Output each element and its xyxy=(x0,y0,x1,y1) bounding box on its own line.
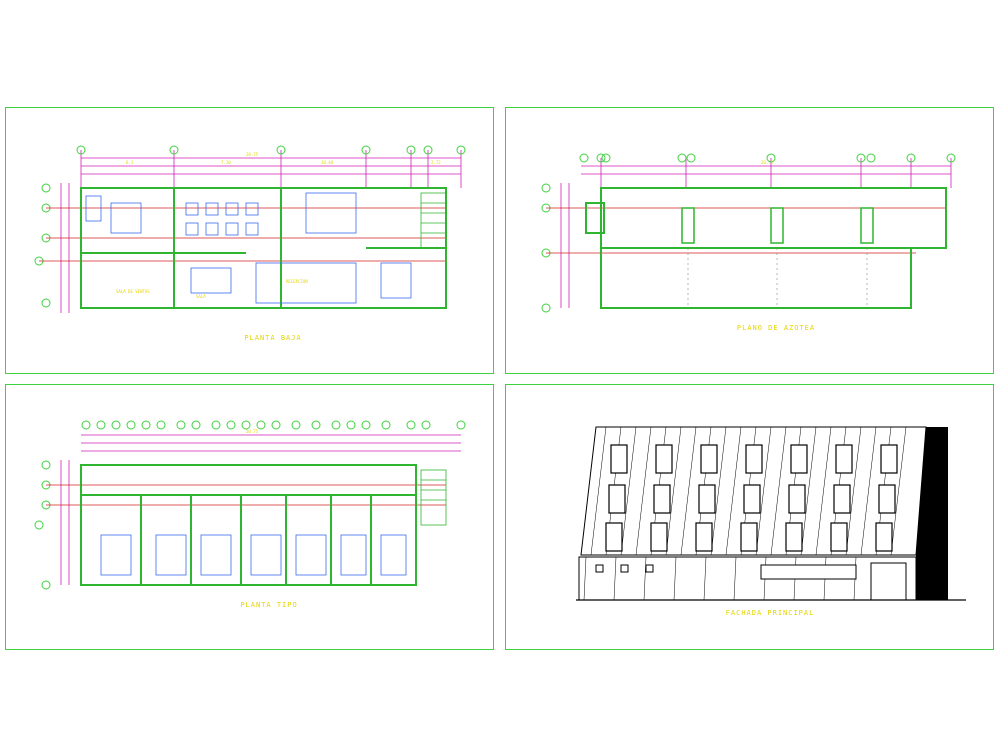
planta-tipo-drawing: 20.75 xyxy=(34,420,466,590)
panel-title: FACHADA PRINCIPAL xyxy=(725,609,815,617)
panel-fachada: FACHADA PRINCIPAL xyxy=(505,384,994,650)
svg-text:7.10: 7.10 xyxy=(221,160,231,165)
panel-title: PLANTA TIPO xyxy=(240,601,298,609)
svg-text:20.75: 20.75 xyxy=(246,152,259,157)
panel-planta-baja: 20.75 6.1 7.10 10.40 2.72 xyxy=(5,107,494,374)
panel-title: PLANO DE AZOTEA xyxy=(736,324,816,332)
panel-plano-azotea: 20.75 PLANO DE AZOTEA xyxy=(505,107,994,374)
svg-text:20.75: 20.75 xyxy=(761,160,774,165)
plano-azotea-drawing: 20.75 xyxy=(541,153,956,313)
svg-text:RECEPCION: RECEPCION xyxy=(286,279,308,284)
svg-text:6.1: 6.1 xyxy=(126,160,134,165)
panel-title: PLANTA BAJA xyxy=(244,334,302,342)
svg-text:2.72: 2.72 xyxy=(431,160,441,165)
panel-planta-tipo: 20.75 xyxy=(5,384,494,650)
svg-text:SALA: SALA xyxy=(196,294,206,299)
svg-text:SALA DE VENTAS: SALA DE VENTAS xyxy=(116,289,150,294)
svg-text:10.40: 10.40 xyxy=(321,160,334,165)
fachada-drawing xyxy=(576,426,966,601)
planta-baja-drawing: 20.75 6.1 7.10 10.40 2.72 xyxy=(34,145,466,313)
svg-text:20.75: 20.75 xyxy=(246,429,259,434)
